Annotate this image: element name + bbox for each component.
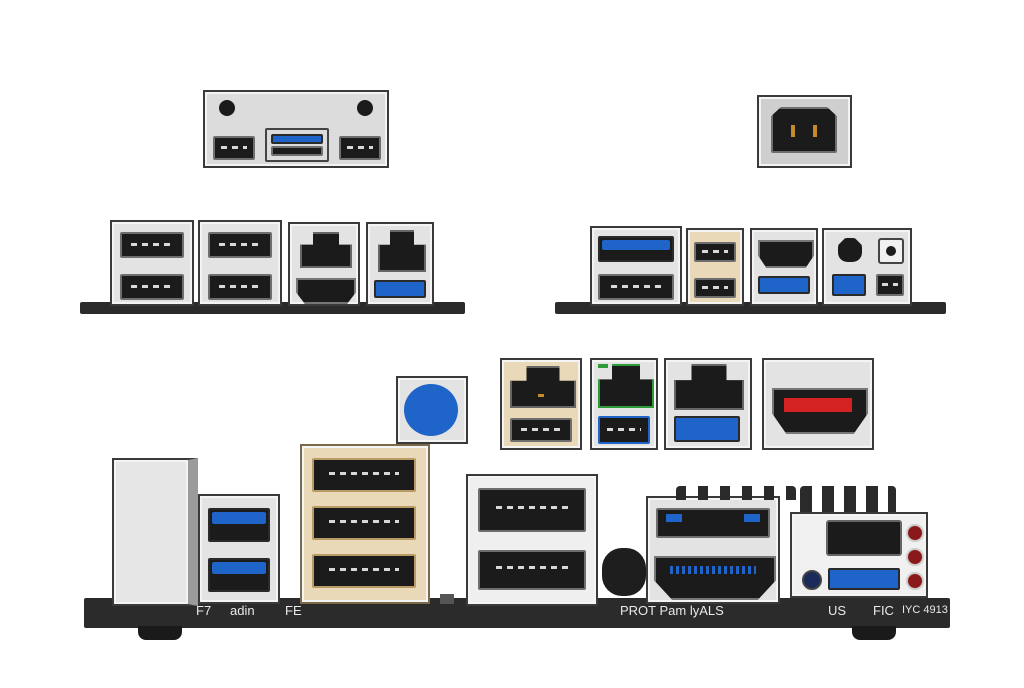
antenna-posts: [800, 486, 896, 514]
usb3-usb-stack: [590, 226, 682, 306]
ethernet-usb3-stack: [366, 222, 434, 306]
blue-button: [404, 384, 458, 436]
hdmi-port: [296, 278, 356, 304]
blank-block: [112, 458, 198, 606]
hdmi-red-insert: [784, 398, 852, 412]
usb-port: [120, 232, 184, 258]
usb3-body: [271, 146, 323, 156]
hdmi-port: [772, 388, 868, 434]
usb-port: [208, 232, 272, 258]
usb3-tongue: [271, 134, 323, 144]
antenna-posts: [676, 486, 796, 500]
board-label: US: [828, 603, 847, 618]
usb-stack: [110, 220, 194, 306]
usb-port: [478, 550, 586, 590]
board-label: FIC: [873, 603, 894, 618]
ethernet-port: [674, 364, 744, 410]
hdmi-red-plate: [762, 358, 874, 450]
displayport-pins: [670, 566, 756, 574]
ethernet-led: [538, 394, 544, 397]
ethernet-usb3-stack: [664, 358, 752, 450]
usb-port: [339, 136, 381, 160]
usb-port: [876, 274, 904, 296]
usb3-port: [598, 416, 650, 444]
usb-triple-stack: [300, 444, 430, 604]
usb-port: [598, 274, 674, 300]
usb3-tongue: [212, 512, 266, 524]
misc-io-stack: [822, 228, 912, 306]
power-socket: [771, 107, 837, 153]
usb3-tongue: [212, 562, 266, 574]
usb3-port: [265, 128, 329, 162]
blue-button-plate: [396, 376, 468, 444]
power-connector: [757, 95, 852, 168]
usb3-port: [208, 558, 270, 592]
usb3-dual-port: [656, 508, 770, 538]
ethernet-led-green: [598, 364, 608, 368]
video-port: [826, 520, 902, 556]
usb-port: [213, 136, 255, 160]
small-component: [440, 594, 454, 604]
usb3-port: [674, 416, 740, 442]
audio-video-block: [790, 512, 928, 598]
ethernet-port: [378, 230, 426, 272]
mount-hole: [219, 100, 235, 116]
board-label: F7: [196, 603, 212, 618]
top-io-bracket: [203, 90, 389, 168]
usb3-hdmi-block: [646, 496, 780, 604]
usb-port: [694, 278, 736, 298]
board-foot: [852, 626, 896, 640]
displayport: [654, 556, 776, 600]
power-pin: [791, 125, 795, 137]
usb3-tongue: [666, 514, 682, 522]
hdmi-usb3-stack: [750, 228, 818, 306]
capacitor: [602, 548, 646, 596]
usb3-tongue: [602, 240, 670, 250]
board-label: PROT Pam lyALS: [620, 603, 724, 618]
ethernet-hdmi-stack: [288, 222, 360, 306]
audio-jack: [878, 238, 904, 264]
audio-jack-blue: [802, 570, 822, 590]
usb-port: [120, 274, 184, 300]
usb-stack: [198, 220, 282, 306]
usb-port: [312, 458, 416, 492]
usb-port: [312, 554, 416, 588]
board-label: adin: [230, 603, 255, 618]
ethernet-usb3-stack-green: [590, 358, 658, 450]
audio-jack-red: [906, 572, 924, 590]
hdmi-port: [758, 240, 814, 268]
ps2-port: [838, 238, 862, 262]
mount-hole: [357, 100, 373, 116]
usb-port: [208, 274, 272, 300]
usb3-port: [598, 236, 674, 262]
board-foot: [138, 626, 182, 640]
usb3-pair: [198, 494, 280, 604]
usb3-port: [208, 508, 270, 542]
usb-port: [694, 242, 736, 262]
ethernet-usb-beige: [500, 358, 582, 450]
usb3-port: [374, 280, 426, 298]
usb3-port: [828, 568, 900, 590]
audio-jack-red: [906, 548, 924, 566]
usb-port: [312, 506, 416, 540]
usb3-port: [758, 276, 810, 294]
usb-port: [478, 488, 586, 532]
usb-port: [510, 418, 572, 442]
audio-jack-red: [906, 524, 924, 542]
power-pin: [813, 125, 817, 137]
usb-stack-beige: [686, 228, 744, 306]
ethernet-port: [300, 232, 352, 268]
board-label: FE: [285, 603, 302, 618]
usb3-tongue: [744, 514, 760, 522]
audio-jack-hole: [886, 246, 896, 256]
ethernet-port: [510, 366, 576, 408]
usb3-port: [832, 274, 866, 296]
ethernet-port: [598, 364, 654, 408]
large-usb-stack: [466, 474, 598, 606]
board-label: IYC 4913: [902, 604, 948, 616]
